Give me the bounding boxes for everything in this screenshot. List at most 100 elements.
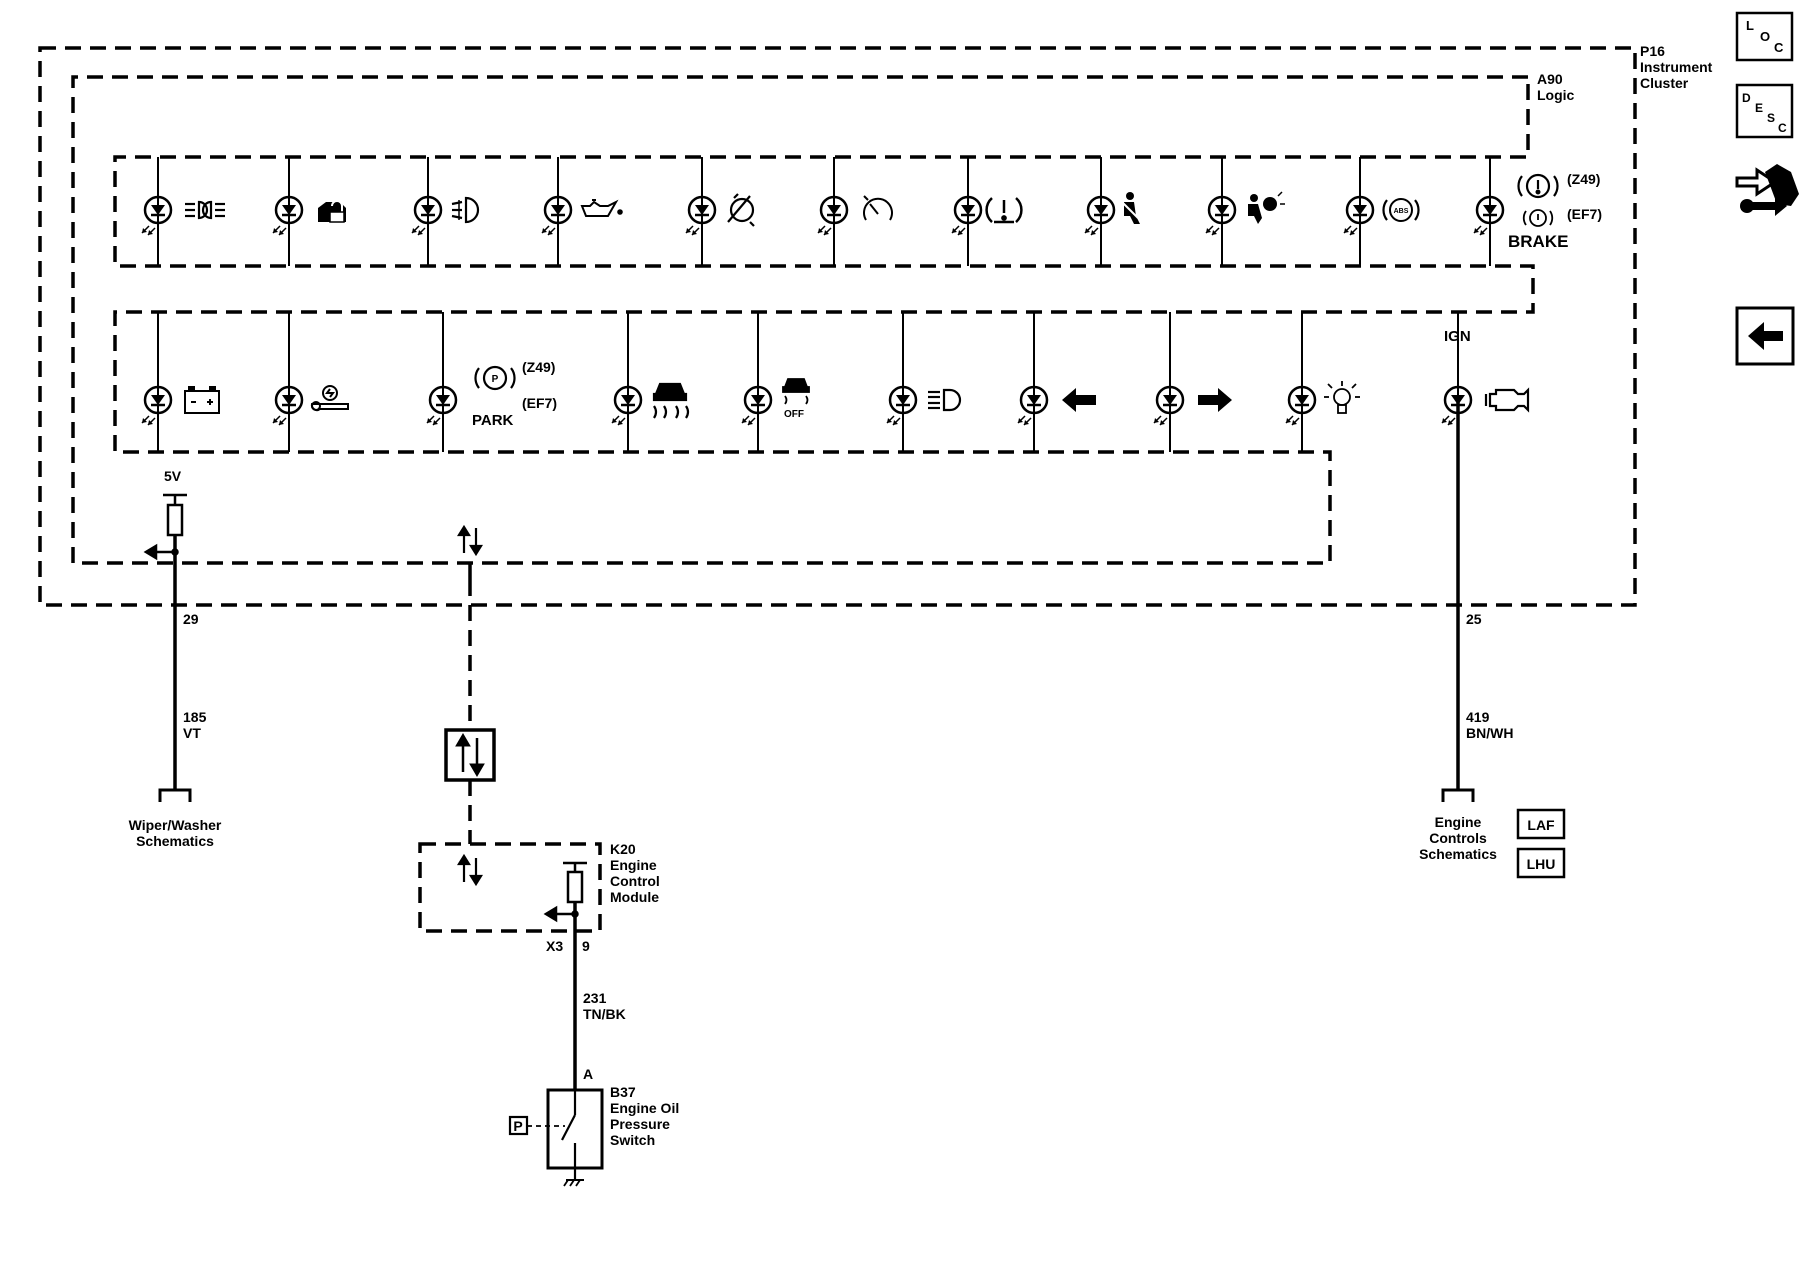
- headlamp-icon: [185, 200, 225, 220]
- pin-9-label: 9: [582, 938, 590, 954]
- p16-instrument-cluster-box: [38, 46, 1637, 607]
- engine-controls-label-2: Controls: [1429, 830, 1487, 846]
- p16-label: P16: [1640, 43, 1665, 59]
- abs-icon-label: ABS: [1394, 208, 1409, 215]
- oil-pressure-lamp-symbol: [540, 195, 573, 237]
- laf-button[interactable]: LAF: [1516, 808, 1566, 840]
- z49-label-upper: (Z49): [1567, 171, 1600, 187]
- check-engine-icon: [1484, 387, 1530, 413]
- lhu-button-label: LHU: [1527, 856, 1556, 872]
- engine-controls-label-1: Engine: [1435, 814, 1482, 830]
- loc-button[interactable]: L O C: [1735, 11, 1794, 62]
- b37-name-line1: Engine Oil: [610, 1100, 679, 1116]
- oil-pressure-switch: [508, 1088, 604, 1187]
- wiper-washer-label-1: Wiper/Washer: [129, 817, 222, 833]
- tire-pressure-lamp-symbol: [950, 195, 983, 237]
- lamp-bulb-icon: [1324, 381, 1360, 414]
- wire-color-bnwh-label: BN/WH: [1466, 725, 1513, 741]
- b37-label: B37: [610, 1084, 636, 1100]
- fog-lamp-icon: [451, 196, 480, 224]
- park-brake-lamp-symbol: [425, 385, 458, 427]
- ign-label: IGN: [1444, 328, 1471, 345]
- circuit-185-label: 185: [183, 709, 207, 725]
- traction-off-icon: [782, 378, 810, 405]
- abs-icon: ABS: [1382, 198, 1420, 222]
- service-vehicle-soon-icon: [310, 385, 349, 412]
- wiper-connector-stub: [158, 788, 192, 802]
- serial-data-module-box: [444, 728, 496, 782]
- loc-letter-l: L: [1746, 18, 1754, 33]
- wire-color-tnbk-label: TN/BK: [583, 1006, 626, 1022]
- p16-name-line1: Instrument: [1640, 59, 1713, 75]
- brake-label: BRAKE: [1508, 232, 1568, 251]
- loc-letter-o: O: [1760, 29, 1770, 44]
- brake-warning-icon-ef7: [1522, 209, 1554, 227]
- park-label: PARK: [472, 412, 514, 429]
- lhu-button[interactable]: LHU: [1516, 847, 1566, 879]
- airbag-lamp-symbol: [1204, 195, 1237, 237]
- circuit-231-label: 231: [583, 990, 607, 1006]
- engine-controls-connector-stub: [1441, 788, 1475, 802]
- traction-off-lamp-symbol: [740, 385, 773, 427]
- turn-right-icon: [1198, 388, 1232, 412]
- p16-name-line2: Cluster: [1640, 75, 1689, 91]
- laf-button-label: LAF: [1527, 817, 1555, 833]
- k20-name-line3: Module: [610, 889, 659, 905]
- serial-data-arrows-ecm: [457, 853, 483, 887]
- b37-name-line2: Pressure: [610, 1116, 670, 1132]
- brake-lamp-symbol: [1472, 195, 1505, 237]
- turn-left-lamp-symbol: [1016, 385, 1049, 427]
- security-lamp-symbol: [271, 195, 304, 237]
- pressure-symbol-letter: P: [513, 1118, 522, 1134]
- back-arrow-icon: [1748, 322, 1783, 350]
- back-button[interactable]: [1735, 306, 1795, 366]
- battery-icon: [184, 386, 220, 414]
- five-volt-label: 5V: [164, 468, 182, 484]
- wiper-washer-label-2: Schematics: [136, 833, 214, 849]
- pin-25-label: 25: [1466, 611, 1482, 627]
- seat-belt-icon: [1121, 192, 1140, 224]
- desc-letter-s: S: [1767, 111, 1775, 125]
- traction-control-icon: [652, 382, 690, 419]
- brake-warning-icon-z49: [1517, 173, 1559, 199]
- parking-brake-icon: [474, 365, 516, 391]
- x3-connector-label: X3: [546, 938, 563, 954]
- traction-off-label: OFF: [784, 409, 804, 420]
- k20-name-line1: Engine: [610, 857, 657, 873]
- diagnosis-tools-icon[interactable]: [1735, 164, 1799, 216]
- desc-letter-e: E: [1755, 101, 1763, 115]
- oil-pressure-icon: [580, 199, 623, 217]
- high-beam-icon: [928, 388, 962, 412]
- tire-pressure-icon: [985, 197, 1023, 224]
- circuit-419-label: 419: [1466, 709, 1490, 725]
- k20-name-line2: Control: [610, 873, 660, 889]
- ecm-pull-up-resistor: [543, 861, 587, 923]
- parking-brake-letter: P: [492, 374, 499, 385]
- turn-right-lamp-symbol: [1152, 385, 1185, 427]
- k20-ecm-box: [418, 842, 602, 933]
- k20-label: K20: [610, 841, 636, 857]
- traction-control-lamp-symbol: [610, 385, 643, 427]
- serial-data-arrows-cluster: [457, 524, 483, 557]
- speedometer-warning-icon: [863, 195, 893, 221]
- ef7-label-lower: (EF7): [522, 395, 557, 411]
- airbag-icon: [1248, 191, 1285, 224]
- loc-letter-c: C: [1774, 40, 1784, 55]
- desc-button[interactable]: D E S C: [1735, 83, 1794, 139]
- z49-label-lower: (Z49): [522, 359, 555, 375]
- turn-left-icon: [1062, 388, 1096, 412]
- desc-letter-c: C: [1778, 121, 1787, 135]
- security-lock-icon: [318, 200, 346, 223]
- pin-29-label: 29: [183, 611, 199, 627]
- abs-lamp-symbol: [1342, 195, 1375, 237]
- brake-pad-wear-icon: [727, 193, 755, 227]
- ef7-label-upper: (EF7): [1567, 206, 1602, 222]
- high-beam-lamp-symbol: [885, 385, 918, 427]
- seat-belt-lamp-symbol: [1083, 195, 1116, 237]
- desc-letter-d: D: [1742, 91, 1751, 105]
- a90-label: A90: [1537, 71, 1563, 87]
- pull-up-resistor-5v: [143, 493, 187, 561]
- service-vehicle-lamp-symbol: [271, 385, 304, 427]
